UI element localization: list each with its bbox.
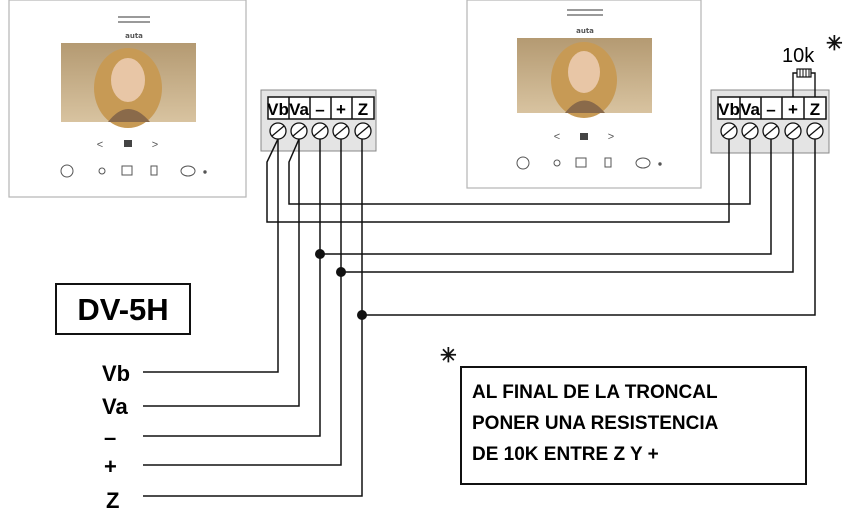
terminal-2-label-vb: Vb: [718, 100, 740, 119]
chevron-right-icon: >: [608, 131, 614, 143]
input-label-va: Va: [102, 394, 128, 419]
monitor-1: auta < >: [8, 0, 247, 198]
input-labels: Vb Va – + Z: [102, 361, 130, 513]
monitor-2-screen: [517, 38, 652, 118]
wire-vb-feed: [143, 139, 279, 373]
wiring: [143, 138, 816, 497]
terminal-1-label-minus: –: [315, 100, 324, 119]
junction-minus: [315, 249, 325, 259]
led-icon: [658, 162, 662, 166]
door-icon: [604, 157, 612, 168]
wire-plus-feed: [143, 139, 342, 466]
model-label: DV-5H: [77, 292, 168, 327]
junction-plus: [336, 267, 346, 277]
terminal-1-label-va: Va: [289, 100, 309, 119]
terminal-block-1: Vb Va – + Z: [260, 89, 377, 152]
chevron-left-icon: <: [97, 139, 103, 151]
model-box: DV-5H: [55, 283, 191, 335]
menu-icon: [124, 140, 132, 147]
monitor-2: auta < >: [466, 0, 702, 189]
monitor-1-screen: [61, 43, 196, 128]
resistor-label: 10k: [782, 45, 815, 67]
wire-va-feed: [143, 139, 300, 407]
resistor-body: [796, 68, 812, 78]
chevron-right-icon: >: [152, 139, 158, 151]
camera-icon: [121, 165, 133, 176]
monitor-2-brand: auta: [576, 27, 594, 35]
chevron-left-icon: <: [554, 131, 560, 143]
input-label-z: Z: [106, 488, 119, 513]
phone-icon: [60, 164, 74, 178]
wire-vb: [266, 138, 730, 223]
input-label-vb: Vb: [102, 361, 130, 386]
menu-icon: [580, 133, 588, 140]
note-line-3: DE 10K ENTRE Z Y +: [472, 444, 659, 465]
monitor-2-buttons: [516, 156, 662, 170]
terminal-1-label-z: Z: [358, 100, 368, 119]
input-label-minus: –: [104, 425, 116, 450]
key-icon: [180, 165, 196, 177]
terminal-1-label-plus: +: [336, 100, 346, 119]
terminal-block-2: Vb Va – + Z: [710, 89, 830, 154]
wire-minus-feed: [143, 139, 321, 437]
mute-icon: [98, 167, 106, 175]
terminal-2-label-minus: –: [766, 100, 775, 119]
phone-icon: [516, 156, 530, 170]
terminal-1-label-vb: Vb: [267, 100, 289, 119]
resistor-10k: 10k ✳: [782, 33, 843, 97]
input-label-plus: +: [104, 454, 117, 479]
wire-z: [362, 139, 816, 316]
note-line-1: AL FINAL DE LA TRONCAL: [472, 382, 718, 403]
door-icon: [150, 165, 158, 176]
terminal-2-label-plus: +: [788, 100, 798, 119]
terminal-2-label-z: Z: [810, 100, 820, 119]
led-icon: [203, 170, 207, 174]
wire-minus: [320, 139, 772, 255]
terminal-2-label-va: Va: [740, 100, 760, 119]
monitor-1-brand: auta: [125, 32, 143, 40]
camera-icon: [575, 157, 587, 168]
resistor-asterisk: ✳: [826, 33, 843, 55]
note-asterisk: ✳: [440, 345, 457, 367]
terminal-1-screws: [269, 122, 372, 140]
key-icon: [635, 157, 651, 169]
junction-dots: [315, 249, 367, 320]
wire-va: [288, 138, 751, 205]
wire-z-feed: [143, 139, 363, 497]
monitor-1-buttons: [60, 164, 207, 178]
note: ✳ AL FINAL DE LA TRONCAL PONER UNA RESIS…: [440, 345, 807, 485]
wire-plus: [341, 139, 794, 273]
junction-z: [357, 310, 367, 320]
note-line-2: PONER UNA RESISTENCIA: [472, 413, 719, 434]
mute-icon: [553, 159, 561, 167]
